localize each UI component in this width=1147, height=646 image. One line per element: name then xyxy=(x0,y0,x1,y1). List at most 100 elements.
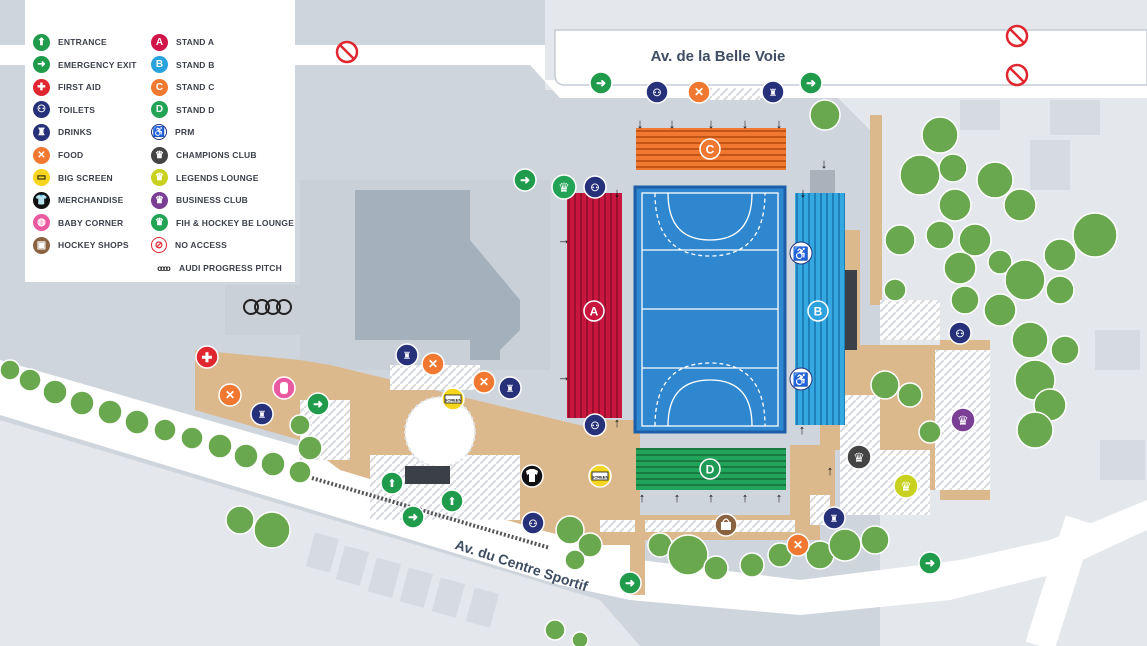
svg-text:→: → xyxy=(558,232,571,247)
svg-text:↓: ↓ xyxy=(614,185,621,200)
business-club-icon: ♛ xyxy=(151,191,168,209)
svg-text:➜: ➜ xyxy=(596,76,606,90)
legends-lounge-icon: ♛ xyxy=(151,169,168,187)
audi-rings-icon xyxy=(243,299,292,315)
svg-text:⚇: ⚇ xyxy=(591,421,600,432)
legend-label: EMERGENCY EXIT xyxy=(58,59,137,70)
fence xyxy=(311,476,551,550)
fih-lounge-icon: ♛ xyxy=(551,174,577,200)
svg-text:♜: ♜ xyxy=(830,514,839,525)
legend-item: ⚇TOILETS xyxy=(33,101,95,119)
baby-corner-icon xyxy=(272,376,296,400)
svg-text:↓: ↓ xyxy=(669,116,676,131)
legend-label: STAND C xyxy=(176,82,215,93)
no-access-icon: ⊘ xyxy=(151,237,167,254)
food-icon: ✕ xyxy=(33,146,50,164)
big-screen-icon: ▭ xyxy=(33,169,50,187)
legend-item: ✚FIRST AID xyxy=(33,78,101,96)
svg-text:SCREEN: SCREEN xyxy=(445,398,462,403)
legend-label: FOOD xyxy=(58,150,84,160)
no-access-icon xyxy=(335,24,1029,87)
legend-item: ♛LEGENDS LOUNGE xyxy=(151,169,259,187)
svg-text:↓: ↓ xyxy=(708,116,715,131)
trees xyxy=(0,99,1118,646)
svg-text:✚: ✚ xyxy=(202,350,213,365)
svg-text:♛: ♛ xyxy=(853,450,865,465)
svg-text:B: B xyxy=(814,305,823,319)
wheelchair-icon: ♿ ♿ xyxy=(789,241,813,391)
svg-text:↑: ↑ xyxy=(827,463,834,478)
svg-text:⚇: ⚇ xyxy=(591,183,600,194)
emergency-exit-icon: ➜ xyxy=(33,56,50,74)
legend-item: ➜ EMERGENCY EXIT xyxy=(33,56,137,74)
audi-pitch-area xyxy=(225,285,305,335)
svg-text:↑: ↑ xyxy=(799,422,806,437)
stand-a-label: A xyxy=(583,300,605,322)
road-east-branch xyxy=(1025,515,1095,646)
neighbour-buildings xyxy=(305,100,1145,628)
svg-text:✕: ✕ xyxy=(694,85,704,99)
stand-a-icon: A xyxy=(151,33,168,51)
svg-text:D: D xyxy=(706,463,715,477)
champions-club-icon: ♛ xyxy=(151,146,168,164)
baby-corner-icon: ◍ xyxy=(33,214,50,232)
big-screen-structure xyxy=(405,466,450,484)
svg-text:↓: ↓ xyxy=(776,116,783,131)
legend-item: ♛FIH & HOCKEY BE LOUNGE xyxy=(151,214,294,232)
svg-text:↓: ↓ xyxy=(742,116,749,131)
svg-text:✕: ✕ xyxy=(225,388,235,402)
food-icon: ✕ ✕ ✕ ✕ ✕ xyxy=(218,80,810,557)
merchandise-icon xyxy=(520,464,544,488)
legend-item: ⬆ENTRANCE xyxy=(33,33,107,51)
legend-item: ▭BIG SCREEN xyxy=(33,169,113,187)
first-aid-icon: ✚ xyxy=(33,78,50,96)
hockey-shops-icon: ▣ xyxy=(33,236,50,254)
toilets-icon: ⚇ ⚇ ⚇ ⚇ ⚇ xyxy=(521,80,972,535)
legend-label: STAND A xyxy=(176,37,215,47)
legend-item: ✕ FOOD xyxy=(33,146,83,164)
svg-text:♜: ♜ xyxy=(403,351,412,362)
first-aid-icon: ✚ xyxy=(195,345,219,369)
stand-c-label: C xyxy=(699,138,721,160)
legend-label: PRM xyxy=(175,127,195,138)
hockey-shops-icon xyxy=(714,513,738,537)
svg-text:➜: ➜ xyxy=(925,556,935,570)
svg-text:➜: ➜ xyxy=(408,510,418,524)
svg-text:↑: ↑ xyxy=(639,490,646,505)
dome-tent xyxy=(404,396,476,468)
big-screen-icon: SCREEN SCREEN xyxy=(441,387,612,488)
pitch-lines xyxy=(641,192,779,427)
street-belle-voie: Av. de la Belle Voie xyxy=(651,48,786,65)
stand-b-tower xyxy=(810,170,835,193)
svg-text:↑: ↑ xyxy=(776,490,783,505)
svg-text:↑: ↑ xyxy=(742,490,749,505)
svg-text:➜: ➜ xyxy=(520,173,530,187)
svg-text:♛: ♛ xyxy=(900,479,912,494)
svg-text:➜: ➜ xyxy=(625,576,635,590)
legend-label: ENTRANCE xyxy=(58,37,107,47)
legend-item: ♛ CHAMPIONS CLUB xyxy=(151,146,257,164)
legend-label: TOILETS xyxy=(58,104,96,115)
legend-label: DRINKS xyxy=(58,127,92,138)
svg-text:⚇: ⚇ xyxy=(529,519,538,530)
main-building xyxy=(355,190,520,360)
svg-text:✕: ✕ xyxy=(479,375,489,389)
wheelchair-icon: ♿ xyxy=(151,124,167,141)
legend-label: NO ACCESS xyxy=(175,240,228,251)
legend-label: BUSINESS CLUB xyxy=(176,195,249,206)
stand-c-icon: C xyxy=(151,78,168,96)
stand-b-label: B xyxy=(807,300,829,322)
legends-lounge-icon: ♛ xyxy=(893,473,919,499)
svg-text:✕: ✕ xyxy=(428,357,438,371)
legend-label: CHAMPIONS CLUB xyxy=(176,150,257,160)
legend-item: ♜DRINKS xyxy=(33,123,92,141)
svg-text:↓: ↓ xyxy=(637,116,644,131)
legend-label: BABY CORNER xyxy=(58,217,124,228)
svg-text:♿: ♿ xyxy=(793,372,809,387)
audi-rings-icon: oooo xyxy=(151,261,175,275)
legend-item: A STAND A xyxy=(151,33,214,51)
svg-text:↑: ↑ xyxy=(708,490,715,505)
legend-label: MERCHANDISE xyxy=(58,195,124,206)
legend-item: 👕MERCHANDISE xyxy=(33,191,123,209)
